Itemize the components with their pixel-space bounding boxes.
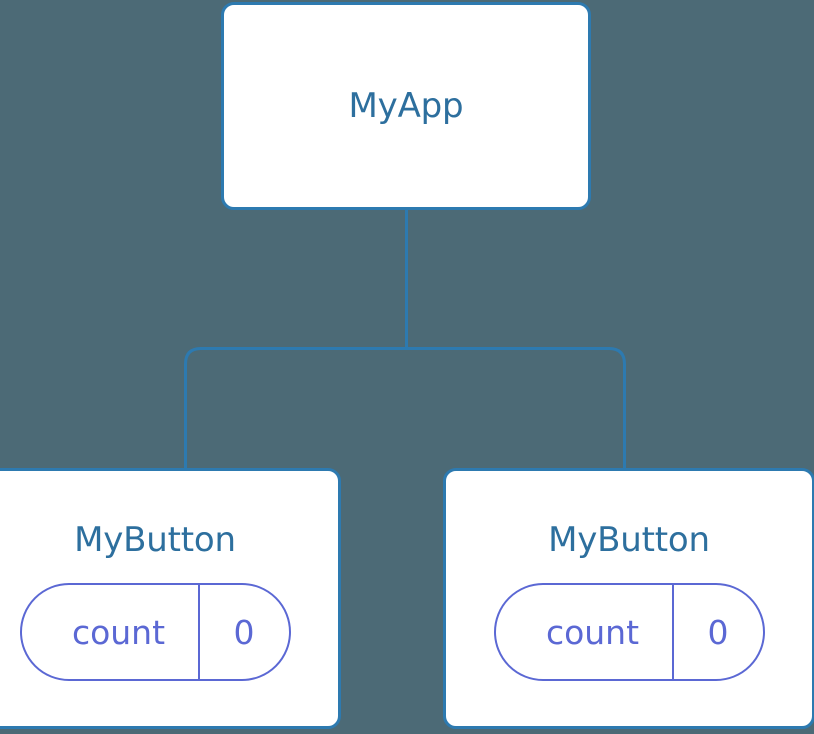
node-title: MyButton (548, 520, 710, 560)
node-mybutton-left[interactable]: MyButton count 0 (0, 468, 341, 729)
node-myapp[interactable]: MyApp (221, 2, 591, 210)
state-value: 0 (671, 585, 763, 679)
edge-to-right-child (406, 347, 626, 470)
state-pill[interactable]: count 0 (19, 583, 291, 681)
state-value: 0 (197, 585, 289, 679)
state-pill[interactable]: count 0 (493, 583, 765, 681)
node-title: MyButton (74, 520, 236, 560)
node-title: MyApp (348, 86, 464, 126)
node-mybutton-right[interactable]: MyButton count 0 (443, 468, 814, 729)
edge-to-left-child (184, 347, 407, 470)
state-key: count (71, 612, 166, 652)
state-key: count (545, 612, 640, 652)
